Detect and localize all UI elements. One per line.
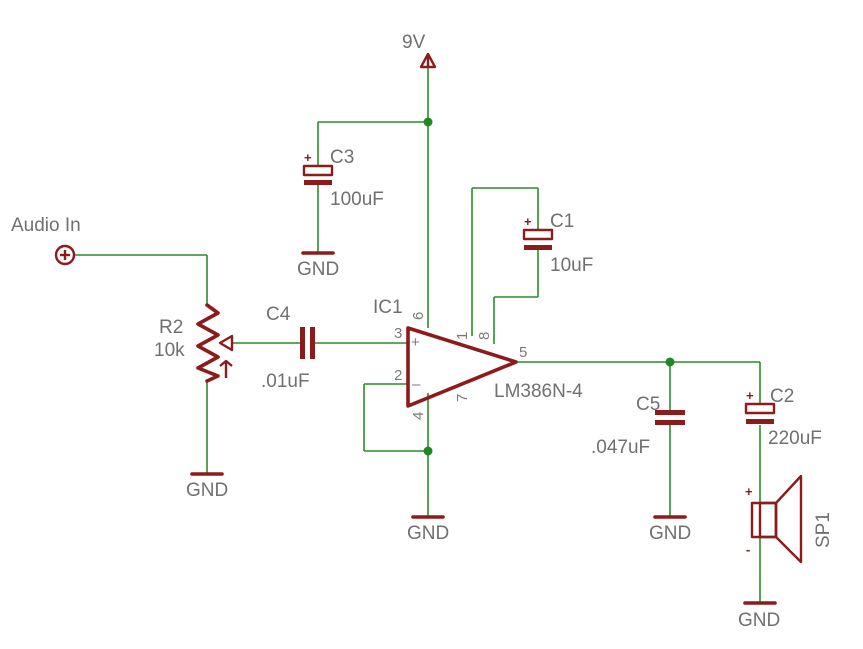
c2-polarity: + xyxy=(746,388,754,403)
capacitor-c2: + C2 220uF xyxy=(744,386,822,449)
pin3-label: 3 xyxy=(394,325,402,342)
c4-ref: C4 xyxy=(266,304,291,325)
opamp-triangle-icon xyxy=(406,326,518,408)
c5-plate-top xyxy=(655,410,685,415)
ic1-value: LM386N-4 xyxy=(494,381,583,402)
c3-plate-bottom xyxy=(304,180,332,185)
c2-plate-bottom xyxy=(746,419,774,424)
c2-plate-top xyxy=(744,402,776,415)
c4-plate-left xyxy=(300,327,305,359)
pin1-label: 1 xyxy=(454,332,471,340)
r2-ref: R2 xyxy=(159,317,183,338)
noninverting-sign: + xyxy=(411,334,420,351)
pin7-label: 7 xyxy=(454,394,471,402)
r2-wiper-arrow-icon xyxy=(218,334,234,352)
pin2-label: 2 xyxy=(394,367,402,384)
speaker-sp1: + - SP1 xyxy=(745,474,834,564)
supply-9v: 9V xyxy=(402,32,437,69)
r2-value: 10k xyxy=(154,340,185,361)
sp1-plus: + xyxy=(745,484,753,499)
pin4-label: 4 xyxy=(410,412,427,420)
c2-value: 220uF xyxy=(768,428,822,449)
c1-plate-top xyxy=(522,228,554,241)
c3-polarity: + xyxy=(304,150,312,165)
gnd-c5-label: GND xyxy=(649,523,691,544)
input-label: Audio In xyxy=(11,215,81,236)
c5-plate-bottom xyxy=(655,420,685,425)
capacitor-c5: C5 .047uF xyxy=(591,394,685,458)
gnd-c3-label: GND xyxy=(297,259,339,280)
c3-ref: C3 xyxy=(330,147,354,168)
speaker-body-icon xyxy=(750,501,778,539)
pin5-label: 5 xyxy=(519,344,527,361)
speaker-cone-icon xyxy=(774,474,803,564)
supply-label: 9V xyxy=(402,32,426,53)
junction-gnd-ic xyxy=(423,446,433,456)
c5-ref: C5 xyxy=(636,394,660,415)
c1-plate-bottom xyxy=(524,245,552,250)
r2-zigzag xyxy=(196,303,220,383)
pin8-label: 8 xyxy=(476,332,493,340)
pin6-label: 6 xyxy=(410,312,427,320)
potentiometer-r2: R2 10k xyxy=(154,303,234,383)
sp1-minus: - xyxy=(746,542,750,557)
junction-output xyxy=(665,357,675,367)
c3-plate-top xyxy=(302,164,334,177)
junction-9v xyxy=(423,117,433,127)
c1-ref: C1 xyxy=(550,211,574,232)
c2-ref: C2 xyxy=(770,386,794,407)
amplifier-ic1: IC1 LM386N-4 3 2 5 6 4 1 8 7 + – xyxy=(373,297,583,420)
input-terminal-icon xyxy=(54,244,76,266)
capacitor-c4: C4 .01uF xyxy=(261,304,315,392)
gnd-ic-label: GND xyxy=(407,523,449,544)
audio-input: Audio In xyxy=(11,215,81,266)
capacitor-c1: + C1 10uF xyxy=(522,211,593,276)
ground-symbols: GND GND GND GND GND xyxy=(186,251,780,631)
c1-polarity: + xyxy=(524,214,532,229)
sp1-ref: SP1 xyxy=(813,512,834,548)
capacitor-c3: + C3 100uF xyxy=(302,147,384,210)
c3-value: 100uF xyxy=(330,189,384,210)
c5-value: .047uF xyxy=(591,437,650,458)
c1-value: 10uF xyxy=(550,255,593,276)
ic1-ref: IC1 xyxy=(373,297,403,318)
junctions xyxy=(423,117,675,456)
c4-value: .01uF xyxy=(261,371,310,392)
inverting-sign: – xyxy=(412,376,421,393)
gnd-r2-label: GND xyxy=(186,480,228,501)
gnd-sp1-label: GND xyxy=(738,610,780,631)
speaker-coil xyxy=(758,501,778,539)
c4-plate-right xyxy=(310,327,315,359)
